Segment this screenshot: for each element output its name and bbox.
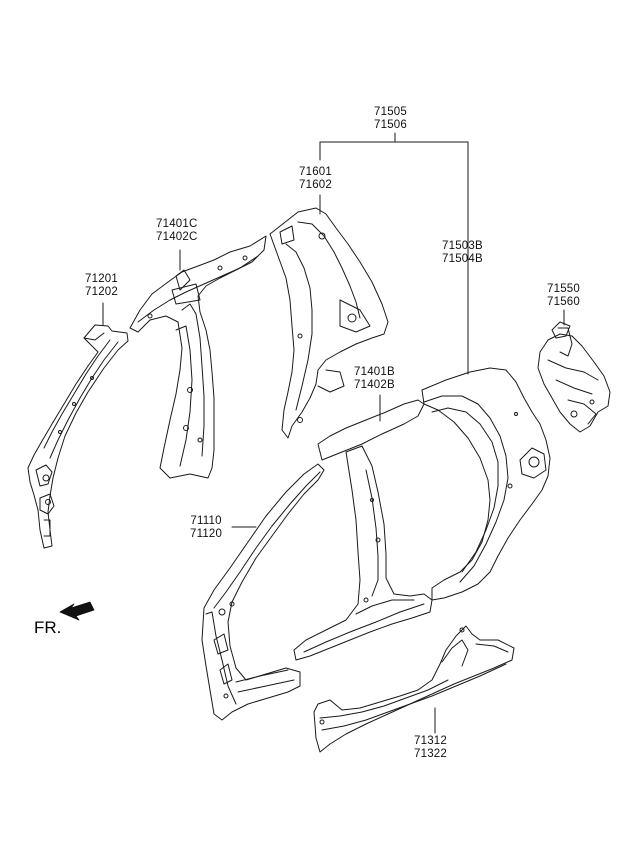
part-number: 71402C <box>156 231 198 243</box>
part-number: 71550 <box>547 283 580 295</box>
callout-rear-pillar-inner: 71601 71602 <box>299 166 332 192</box>
callout-quarter-outer: 71503B 71504B <box>442 240 483 266</box>
front-pillar-inner-part <box>28 325 128 548</box>
center-pillar-outer-part <box>294 400 432 660</box>
side-outer-panel-part <box>202 464 324 720</box>
part-number: 71402B <box>354 379 395 391</box>
front-direction-label: FR. <box>34 618 62 637</box>
callout-roof-rail-center-pillar: 71401B 71402B <box>354 366 395 392</box>
leader-lines <box>102 132 565 734</box>
part-number: 71110 <box>190 515 222 527</box>
wheelhouse-extension-part <box>538 322 610 432</box>
part-number: 71401B <box>354 366 395 378</box>
front-direction-arrow-icon <box>59 601 95 621</box>
callout-front-pillar-inner: 71201 71202 <box>85 273 118 299</box>
quarter-outer-panel-part <box>422 368 550 600</box>
part-number: 71322 <box>414 748 447 760</box>
part-number: 71504B <box>442 253 483 265</box>
part-number: 71505 <box>374 106 407 118</box>
callout-side-outer: 71110 71120 <box>190 515 222 541</box>
part-number: 71312 <box>414 735 447 747</box>
part-number: 71401C <box>156 218 198 230</box>
part-number: 71503B <box>442 240 483 252</box>
center-pillar-inner-part <box>130 236 266 478</box>
rear-pillar-inner-part <box>270 208 388 438</box>
callout-side-sill: 71312 71322 <box>414 735 447 761</box>
part-number: 71602 <box>299 179 332 191</box>
callout-wheelhouse-extension: 71550 71560 <box>547 283 580 309</box>
side-sill-part <box>314 626 514 752</box>
part-number: 71601 <box>299 166 332 178</box>
part-number: 71506 <box>374 119 407 131</box>
callout-center-pillar-upper: 71401C 71402C <box>156 218 197 244</box>
part-number: 71201 <box>85 273 118 285</box>
part-number: 71120 <box>190 528 223 540</box>
part-number: 71202 <box>85 286 118 298</box>
part-number: 71560 <box>547 296 580 308</box>
callout-roof-side-group: 71505 71506 <box>374 106 407 132</box>
